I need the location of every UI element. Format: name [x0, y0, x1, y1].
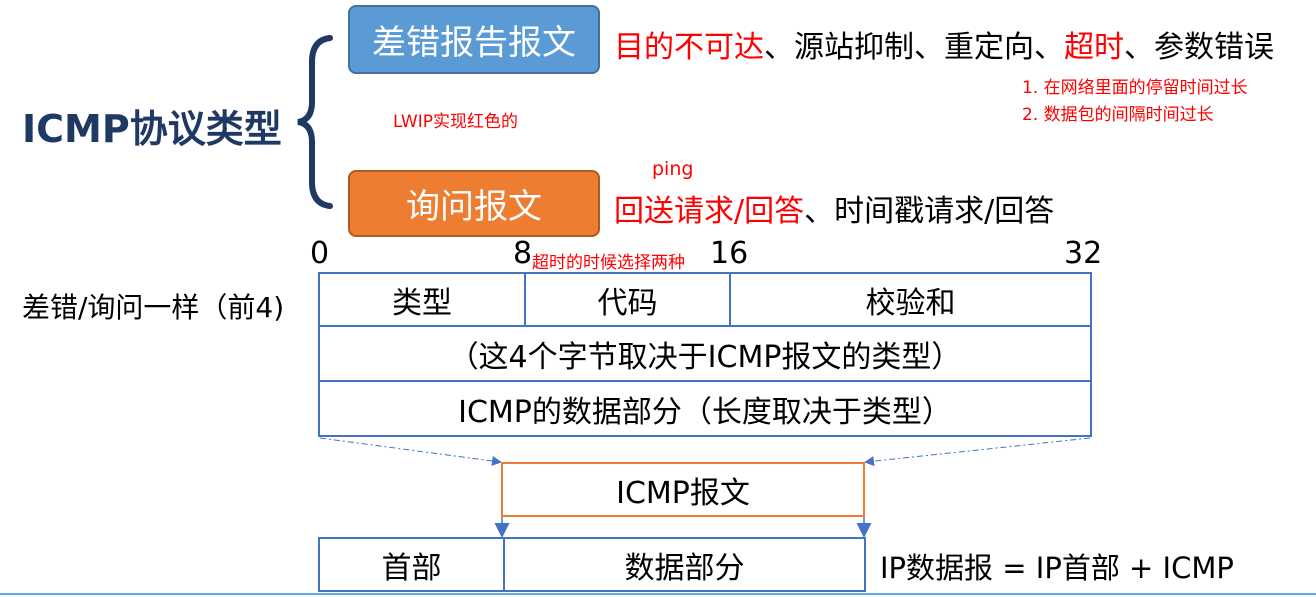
bit-tick-8: 8 — [513, 236, 533, 271]
ip-equation: IP数据报 = IP首部 + ICMP — [880, 551, 1234, 585]
header-row-data: ICMP的数据部分（长度取决于类型） — [318, 382, 1092, 437]
error-report-box: 差错报告报文 — [348, 5, 600, 74]
header-row-type-dependent: （这4个字节取决于ICMP报文的类型） — [318, 327, 1092, 382]
ip-datagram-box: 首部 数据部分 — [318, 537, 866, 592]
brace-icon — [297, 35, 333, 209]
query-type-echo: 回送请求/回答 — [614, 194, 805, 229]
error-type-timeout: 超时 — [1064, 30, 1124, 65]
error-type-others: 、源站抑制、重定向、 — [764, 30, 1064, 65]
timeout-note-1: 1. 在网络里面的停留时间过长 — [1022, 78, 1248, 98]
bit-tick-16: 16 — [710, 236, 749, 271]
field-type: 类型 — [392, 285, 452, 321]
diagram-title: ICMP协议类型 — [22, 107, 282, 151]
ping-note: ping — [652, 158, 694, 180]
bottom-divider — [0, 593, 1316, 595]
query-type-timestamp: 、时间戳请求/回答 — [804, 194, 1055, 229]
bit-tick-0: 0 — [310, 236, 330, 271]
ip-data-cell: 数据部分 — [503, 539, 864, 590]
field-code: 代码 — [524, 274, 729, 325]
shared-header-label: 差错/询问一样（前4) — [22, 291, 285, 324]
icmp-header-table: 类型 代码 校验和 （这4个字节取决于ICMP报文的类型） ICMP的数据部分（… — [318, 272, 1092, 437]
query-box: 询问报文 — [348, 170, 600, 237]
ip-header-cell: 首部 — [381, 550, 442, 586]
field-checksum: 校验和 — [729, 274, 1090, 325]
timeout-note-2: 2. 数据包的间隔时间过长 — [1022, 105, 1214, 125]
bit-tick-32: 32 — [1064, 236, 1103, 271]
query-types: 回送请求/回答、时间戳请求/回答 — [614, 186, 1054, 230]
icmp-message-label: ICMP报文 — [616, 475, 750, 511]
error-type-param: 、参数错误 — [1124, 30, 1274, 65]
error-report-label: 差错报告报文 — [372, 23, 576, 63]
tick-note: 超时的时候选择两种 — [532, 253, 685, 273]
header-row-fields: 类型 代码 校验和 — [318, 272, 1092, 327]
error-types: 目的不可达、源站抑制、重定向、超时、参数错误 — [614, 22, 1274, 66]
error-type-unreachable: 目的不可达 — [614, 30, 764, 65]
lwip-note: LWIP实现红色的 — [393, 112, 518, 132]
query-label: 询问报文 — [406, 187, 542, 227]
icmp-message-box: ICMP报文 — [501, 462, 865, 517]
